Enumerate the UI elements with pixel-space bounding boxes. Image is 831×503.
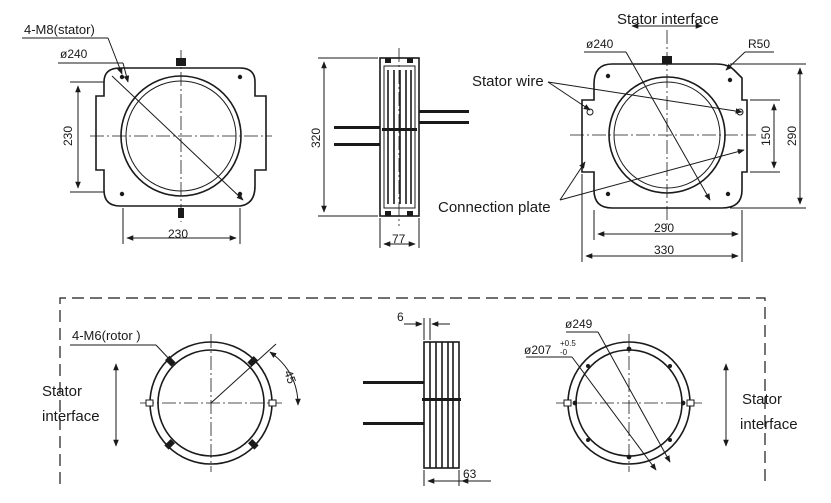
stator-holes-label: 4-M8(stator) <box>24 22 95 37</box>
dimension-230-horizontal: 230 <box>168 227 188 241</box>
rotor-holes-label: 4-M6(rotor ) <box>72 328 141 343</box>
stator-connection-plate-view: Stator interface ø240 R50 Stator wire Co… <box>438 11 806 262</box>
diameter-240-label-right: ø240 <box>586 37 614 51</box>
dimension-45: 45 <box>281 368 299 386</box>
dimension-150: 150 <box>759 126 773 146</box>
dimension-63: 63 <box>463 467 477 481</box>
dimension-330: 330 <box>654 243 674 257</box>
dimension-290-horizontal: 290 <box>654 221 674 235</box>
connection-plate-label: Connection plate <box>438 199 551 216</box>
diameter-240-label: ø240 <box>60 47 88 61</box>
radius-50-label: R50 <box>748 37 770 51</box>
dimension-290-vertical: 290 <box>785 126 799 146</box>
rotor-front-view: 4-M6(rotor ) 45 Stator interface <box>42 328 301 472</box>
dimension-320: 320 <box>309 128 323 148</box>
diameter-249-label: ø249 <box>565 317 593 331</box>
rotor-back-view: ø249 ø207 +0.5 -0 Stator interface <box>524 317 798 472</box>
rotor-side-view: 6 63 <box>363 310 491 486</box>
interface-label-right: interface <box>740 416 798 433</box>
diameter-207-label: ø207 <box>524 343 552 357</box>
dimension-230-vertical: 230 <box>61 126 75 146</box>
interface-label-left: interface <box>42 408 100 425</box>
stator-side-view: 320 77 <box>309 48 469 248</box>
stator-wire-label: Stator wire <box>472 73 544 90</box>
diameter-207-tolerance-lower: -0 <box>560 348 568 357</box>
stator-interface-label-top: Stator interface <box>617 11 719 28</box>
stator-label-right: Stator <box>742 391 782 408</box>
stator-label-left: Stator <box>42 383 82 400</box>
diameter-207-tolerance-upper: +0.5 <box>560 339 576 348</box>
dimension-6: 6 <box>397 310 404 324</box>
dimension-77: 77 <box>392 232 406 246</box>
stator-front-view: 4-M8(stator) ø240 230 230 <box>22 22 272 244</box>
rotor-section-frame <box>59 297 766 484</box>
